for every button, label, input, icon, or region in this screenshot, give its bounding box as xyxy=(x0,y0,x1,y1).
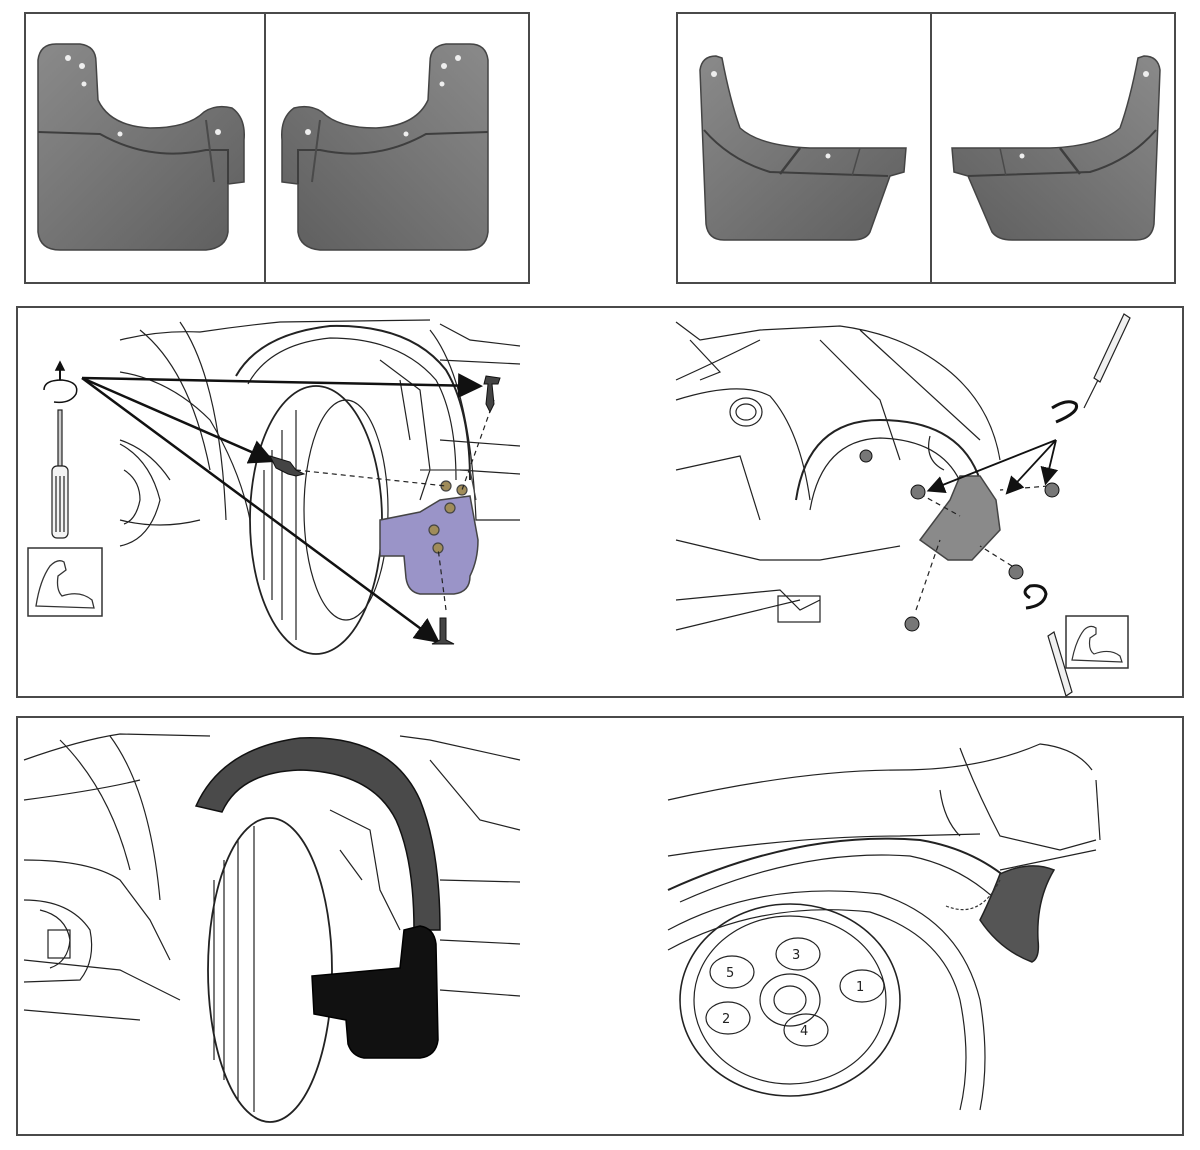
lug-label-2: 2 xyxy=(722,1012,730,1027)
rear-left-mudflap xyxy=(699,55,907,241)
screwdriver-icon xyxy=(1047,313,1131,697)
front-installed-mudflap xyxy=(311,925,439,1059)
screw-icon xyxy=(269,375,501,645)
lug-label-1: 1 xyxy=(856,980,864,995)
rear-right-mudflap xyxy=(951,55,1161,241)
front-installed-diagram xyxy=(23,733,521,1123)
rotate-arrow-icon xyxy=(43,360,78,404)
front-left-mudflap xyxy=(37,43,245,251)
rear-install-diagram xyxy=(675,321,1049,631)
screw-icon xyxy=(859,449,1060,632)
fender-flare xyxy=(194,737,441,931)
lug-label-4: 4 xyxy=(800,1024,808,1039)
rear-mudflap-divider xyxy=(930,12,932,284)
rotate-arrow-icon xyxy=(1023,400,1079,610)
front-mudflap-divider xyxy=(264,12,266,284)
rear-installed-diagram xyxy=(667,743,1101,1111)
front-install-diagram xyxy=(119,319,521,655)
lug-label-3: 3 xyxy=(792,948,800,963)
wheel-hub-lug-labels: 1 2 3 4 5 xyxy=(722,948,864,1039)
front-install-pointer-arrows xyxy=(81,373,483,643)
front-right-mudflap xyxy=(281,43,489,251)
rear-installed-mudflap xyxy=(945,865,1056,963)
lug-label-5: 5 xyxy=(726,966,734,981)
flexed-arm-icon xyxy=(27,547,103,617)
flexed-arm-icon xyxy=(1065,615,1129,669)
screwdriver-icon xyxy=(51,409,69,539)
rear-install-pointer-arrows xyxy=(926,439,1059,495)
